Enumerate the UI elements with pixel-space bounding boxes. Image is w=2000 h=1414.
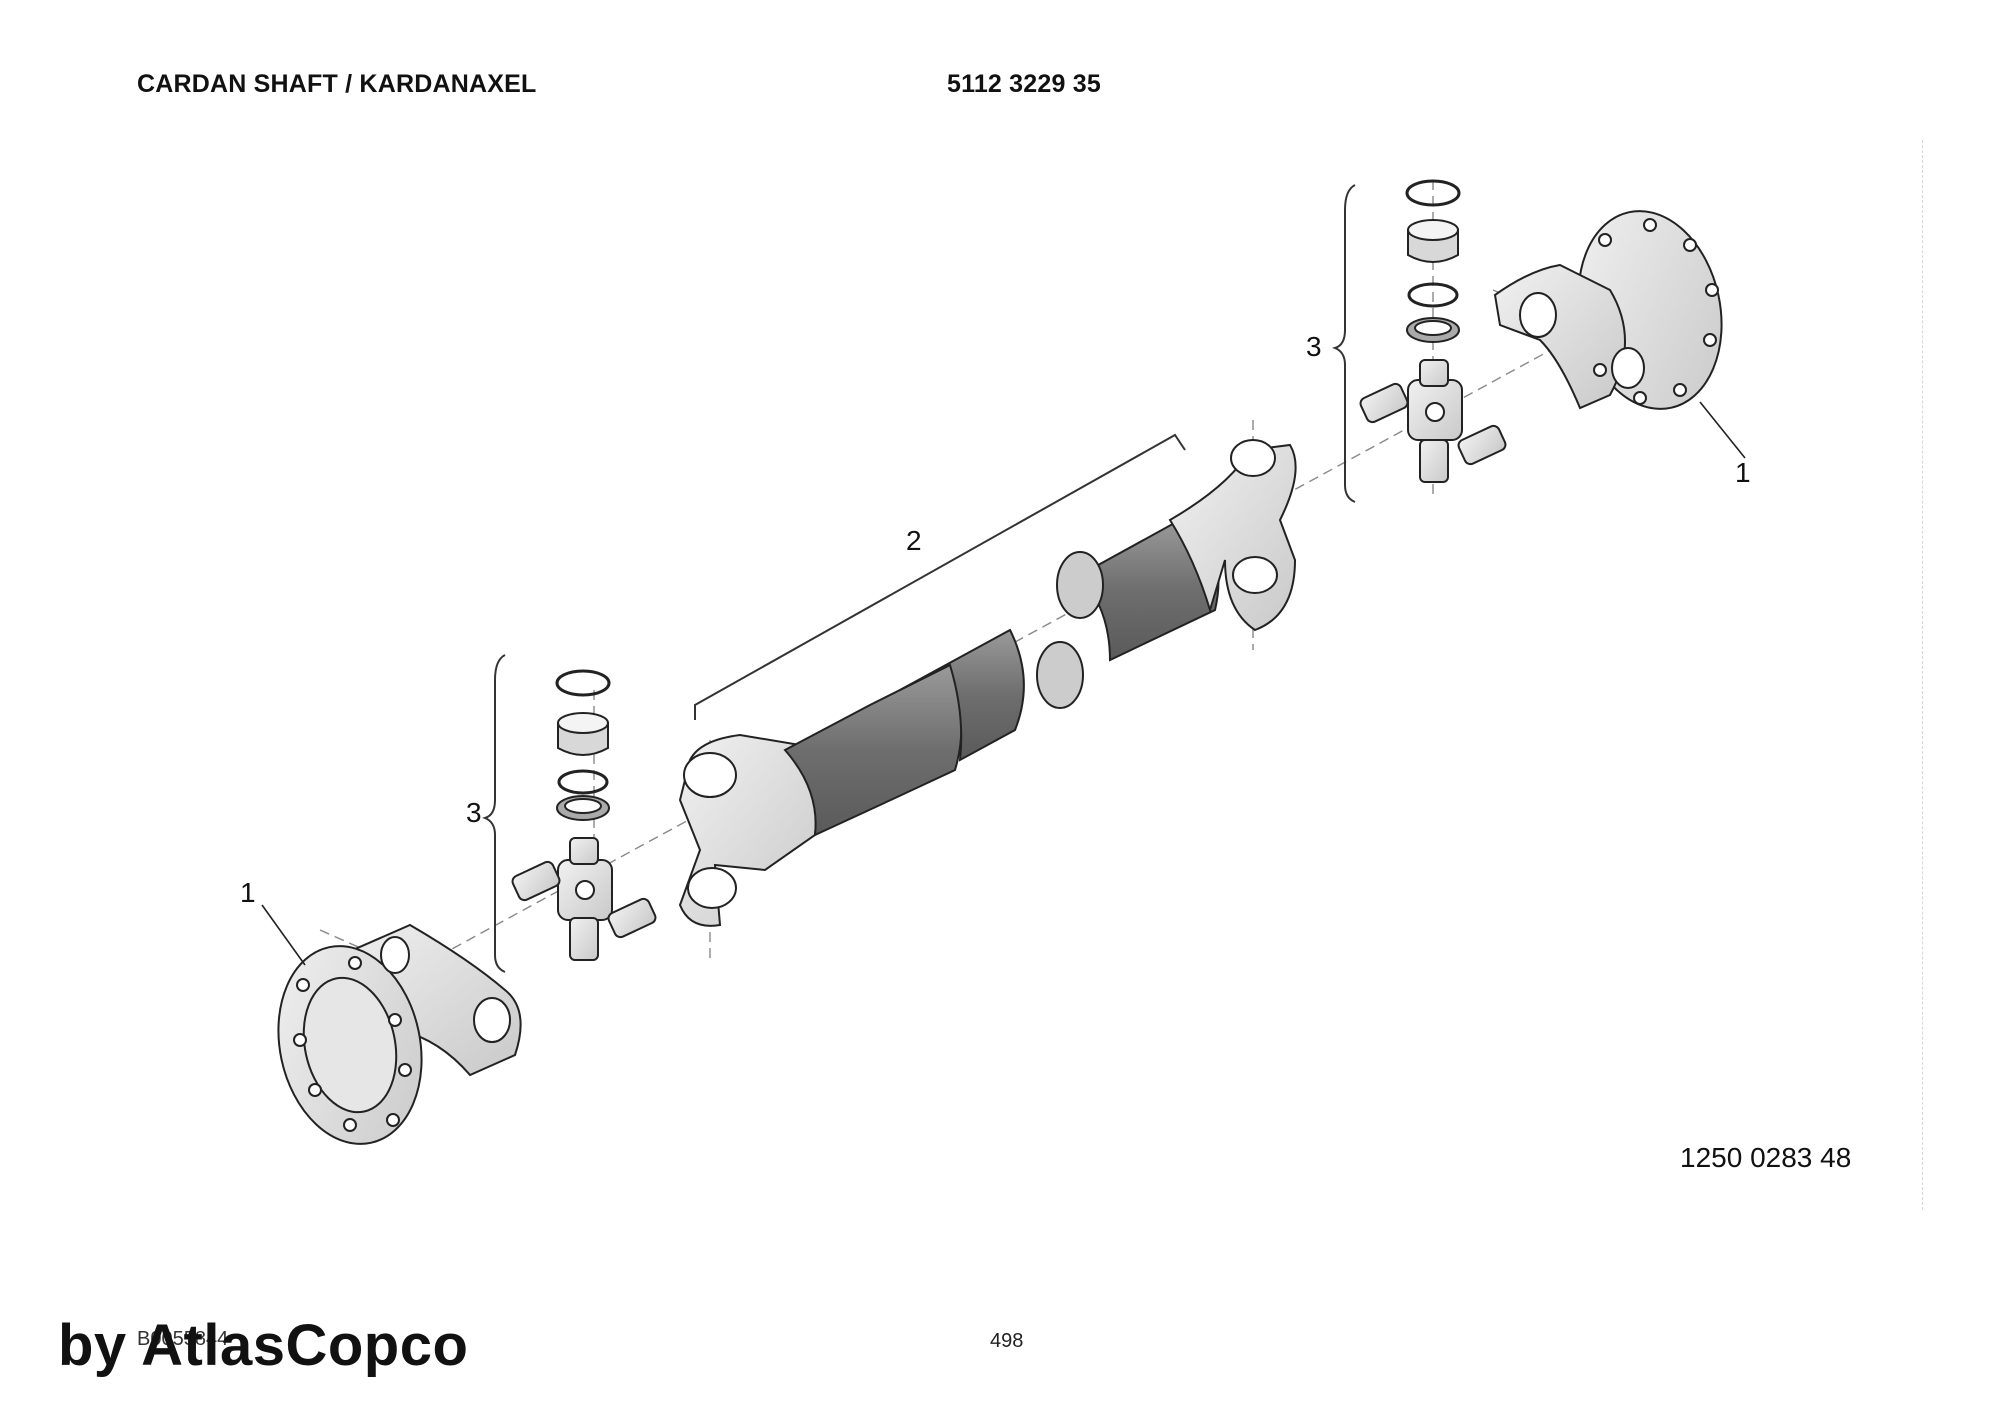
flange-yoke-left	[277, 923, 522, 1145]
shaft-sleeve	[899, 628, 1025, 762]
snap-ring	[555, 669, 611, 697]
seal-ring	[557, 769, 609, 795]
part-number: 5112 3229 35	[947, 70, 1101, 98]
callout-shaft: 2	[906, 525, 922, 556]
callout-flange-left: 1	[240, 877, 256, 908]
leader-lines	[261, 401, 1746, 966]
bearing-kit-left	[481, 654, 657, 973]
flange-yoke-right	[1493, 210, 1723, 410]
footer-code: B0055844	[137, 1328, 229, 1350]
page-number: 498	[990, 1330, 1024, 1352]
page-title: CARDAN SHAFT / KARDANAXEL	[137, 70, 537, 98]
cardan-shaft	[678, 433, 1297, 927]
kit-bracket-left	[481, 654, 506, 973]
page-edge-divider	[1922, 140, 1923, 1210]
drawing-number: 1250 0283 48	[1680, 1142, 1852, 1173]
kit-bracket-right	[1331, 184, 1356, 503]
callout-flange-right: 1	[1735, 457, 1751, 488]
universal-joint-cross-right	[1359, 359, 1507, 483]
watermark: by AtlasCopco	[58, 1313, 469, 1378]
callout-kit-left: 3	[466, 797, 482, 828]
universal-joint-cross-left	[511, 837, 657, 961]
shaft-bracket	[694, 433, 1186, 720]
snap-ring	[1405, 179, 1461, 207]
callout-kit-right: 3	[1306, 331, 1322, 362]
seal-ring	[1407, 282, 1459, 308]
bearing-kit-right	[1331, 179, 1507, 503]
